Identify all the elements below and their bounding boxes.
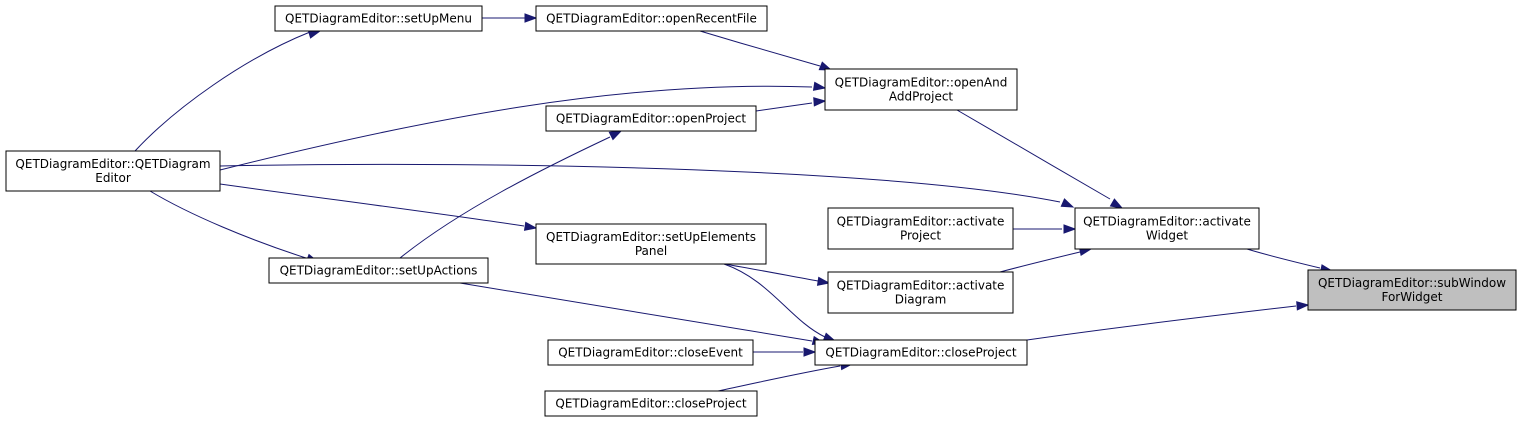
edge-ctor-to-activateWidget xyxy=(219,163,1075,208)
arrowhead-icon xyxy=(812,81,827,91)
edge-activateWidget-to-subWindowForWidget xyxy=(1246,248,1334,274)
node-ctor[interactable]: QETDiagramEditor::QETDiagramEditor xyxy=(5,150,221,192)
node-setUpMenu[interactable]: QETDiagramEditor::setUpMenu xyxy=(274,5,483,32)
node-box xyxy=(827,207,1014,250)
edge-line xyxy=(999,251,1081,273)
node-label: QETDiagramEditor::setUpMenu xyxy=(285,12,472,26)
edge-setUpMenu-to-openRecentFile xyxy=(482,13,538,23)
node-label: QETDiagramEditor::QETDiagram xyxy=(15,157,210,171)
edge-line xyxy=(1246,248,1321,269)
edge-line xyxy=(723,263,819,282)
edge-line xyxy=(956,109,1111,200)
node-label: QETDiagramEditor::openRecentFile xyxy=(546,12,757,26)
edge-line xyxy=(219,163,1061,203)
edge-ctor-to-setUpMenu xyxy=(134,29,322,152)
node-label: QETDiagramEditor::setUpElements xyxy=(546,230,756,244)
node-label: QETDiagramEditor::closeProject xyxy=(555,397,747,411)
node-box xyxy=(268,257,489,284)
edge-line xyxy=(149,190,307,259)
edge-ctor-to-setUpElementsPanel xyxy=(219,183,538,231)
edge-openAndAddProject-to-activateWidget xyxy=(956,109,1124,209)
edge-openRecentFile-to-openAndAddProject xyxy=(699,30,833,71)
node-box xyxy=(274,5,483,32)
node-box xyxy=(814,339,1028,366)
arrowhead-icon xyxy=(608,130,623,141)
edge-ctor-to-openAndAddProject xyxy=(219,81,827,171)
node-label: AddProject xyxy=(889,90,954,104)
node-setUpActions[interactable]: QETDiagramEditor::setUpActions xyxy=(268,257,489,284)
node-label: QETDiagramEditor::closeProject xyxy=(825,346,1017,360)
edge-line xyxy=(723,263,826,338)
node-label: Panel xyxy=(635,244,667,258)
node-label: QETDiagramEditor::activate xyxy=(837,279,1005,293)
node-box xyxy=(1307,269,1517,311)
arrowhead-icon xyxy=(523,221,538,231)
edge-line xyxy=(1026,305,1297,341)
edge-activateDiagram-to-activateWidget xyxy=(999,246,1093,273)
node-label: QETDiagramEditor::closeEvent xyxy=(558,346,743,360)
edge-line xyxy=(219,183,525,227)
node-box xyxy=(827,271,1014,314)
edge-line xyxy=(134,31,311,152)
node-box xyxy=(1074,207,1260,250)
edge-line xyxy=(459,282,813,342)
arrowhead-icon xyxy=(803,347,817,357)
node-box xyxy=(824,68,1018,111)
edge-line xyxy=(699,30,821,67)
arrowhead-icon xyxy=(1060,198,1075,208)
node-closeEvent[interactable]: QETDiagramEditor::closeEvent xyxy=(547,339,754,366)
edge-ctor-to-setUpActions xyxy=(149,190,320,263)
node-label: QETDiagramEditor::activate xyxy=(837,215,1005,229)
edges-layer xyxy=(134,13,1334,392)
arrowhead-icon xyxy=(813,97,827,107)
node-label: QETDiagramEditor::openProject xyxy=(556,112,747,126)
node-label: QETDiagramEditor::subWindow xyxy=(1318,276,1506,290)
edge-setUpActions-to-openProject xyxy=(399,130,623,259)
edge-line xyxy=(755,102,813,112)
arrowhead-icon xyxy=(1296,301,1310,311)
edge-closeProject2-to-closeProject xyxy=(717,360,854,392)
node-label: Project xyxy=(900,229,941,243)
edge-setUpElementsPanel-to-activateDiagram xyxy=(723,263,831,286)
node-box xyxy=(545,105,757,132)
arrowhead-icon xyxy=(1109,198,1124,209)
edge-line xyxy=(717,365,841,392)
node-label: ForWidget xyxy=(1381,290,1442,304)
node-box xyxy=(544,390,758,417)
arrowhead-icon xyxy=(816,276,831,286)
node-box xyxy=(535,223,767,265)
node-openRecentFile[interactable]: QETDiagramEditor::openRecentFile xyxy=(535,5,768,32)
node-label: QETDiagramEditor::openAnd xyxy=(835,76,1008,90)
node-label: QETDiagramEditor::activate xyxy=(1083,215,1251,229)
node-box xyxy=(547,339,754,366)
node-closeProject2[interactable]: QETDiagramEditor::closeProject xyxy=(544,390,758,417)
arrowhead-icon xyxy=(1063,224,1077,234)
edge-openProject-to-openAndAddProject xyxy=(755,97,827,112)
node-label: Diagram xyxy=(895,293,947,307)
node-closeProject[interactable]: QETDiagramEditor::closeProject xyxy=(814,339,1028,366)
node-box xyxy=(535,5,768,32)
node-label: Editor xyxy=(95,171,131,185)
edge-closeEvent-to-closeProject xyxy=(753,347,817,357)
node-label: QETDiagramEditor::setUpActions xyxy=(280,264,478,278)
node-label: Widget xyxy=(1146,229,1189,243)
arrowhead-icon xyxy=(524,13,538,23)
node-box xyxy=(5,150,221,192)
edge-line xyxy=(399,136,611,259)
edge-closeProject-to-subWindowForWidget xyxy=(1026,301,1310,341)
edge-line xyxy=(219,85,813,171)
node-openProject[interactable]: QETDiagramEditor::openProject xyxy=(545,105,757,132)
edge-activateProject-to-activateWidget xyxy=(1013,224,1077,234)
